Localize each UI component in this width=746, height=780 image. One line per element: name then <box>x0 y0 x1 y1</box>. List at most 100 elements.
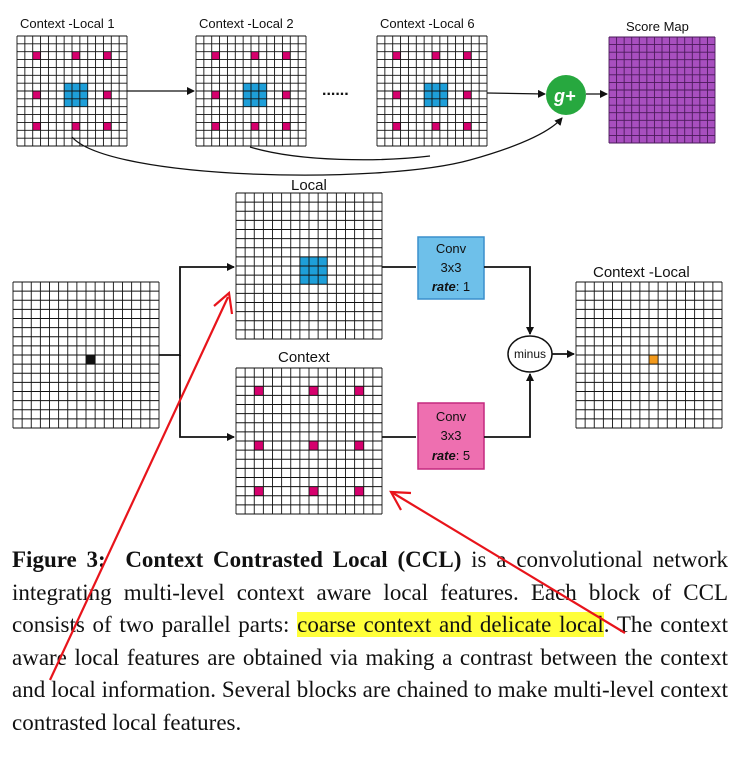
caption-title: Context Contrasted Local (CCL) <box>125 547 462 572</box>
local-cell <box>318 275 328 285</box>
context-cell <box>211 51 220 60</box>
output-label: Context -Local <box>593 264 690 281</box>
local-cell <box>243 91 251 99</box>
local-feature-map <box>235 192 383 340</box>
context-cell <box>254 486 264 496</box>
local-cell <box>243 98 251 107</box>
input-feature-map <box>12 281 160 429</box>
context-label: Context <box>278 349 331 366</box>
context-cell <box>432 51 440 60</box>
score-map <box>608 36 716 144</box>
local-cell <box>424 98 432 107</box>
context-cell <box>103 91 112 99</box>
context-cell <box>354 441 364 451</box>
local-cell <box>64 83 72 91</box>
local-cell <box>309 275 319 285</box>
block-2-label: Context -Local 2 <box>199 16 294 31</box>
local-cell <box>424 91 432 99</box>
local-cell <box>72 83 80 91</box>
ccl-figure: Context -Local 1 Context -Local 2 ......… <box>12 16 723 515</box>
context-cell <box>463 51 472 60</box>
context-cell <box>254 386 264 396</box>
local-cell <box>439 98 448 107</box>
local-cell <box>64 98 72 107</box>
branch-line-local <box>159 263 235 356</box>
local-cell <box>251 98 259 107</box>
branch-line-context <box>179 355 235 441</box>
block-6-label: Context -Local 6 <box>380 16 475 31</box>
local-cell <box>79 91 88 99</box>
local-cell <box>424 83 432 91</box>
context-local-block-2 <box>195 35 307 147</box>
local-cell <box>64 91 72 99</box>
output-center-cell <box>649 355 659 365</box>
caption-label: Figure 3: <box>12 547 106 572</box>
local-cell <box>258 91 267 99</box>
context-cell <box>32 91 41 99</box>
local-cell <box>309 266 319 276</box>
figure-caption: Figure 3: Context Contrasted Local (CCL)… <box>12 544 728 740</box>
local-cell <box>432 83 440 91</box>
context-cell <box>354 386 364 396</box>
context-cell <box>309 441 319 451</box>
conv1-line2: 3x3 <box>441 260 462 275</box>
local-cell <box>243 83 251 91</box>
context-cell <box>72 122 80 131</box>
context-local-block-1 <box>16 35 128 147</box>
block-1-label: Context -Local 1 <box>20 16 115 31</box>
context-cell <box>251 51 259 60</box>
context-cell <box>432 122 440 131</box>
conv-rate-5-box <box>417 402 485 470</box>
context-local-output-map <box>575 281 723 429</box>
context-cell <box>211 122 220 131</box>
context-cell <box>282 122 291 131</box>
context-cell <box>103 122 112 131</box>
context-cell <box>309 486 319 496</box>
minus-label: minus <box>514 347 546 361</box>
context-cell <box>392 51 401 60</box>
context-cell <box>251 122 259 131</box>
ellipsis: ...... <box>322 82 349 99</box>
conv5-line2: 3x3 <box>441 428 462 443</box>
input-center-cell <box>86 355 96 365</box>
context-cell <box>32 51 41 60</box>
local-cell <box>72 91 80 99</box>
context-cell <box>354 486 364 496</box>
context-cell <box>32 122 41 131</box>
context-cell <box>72 51 80 60</box>
context-cell <box>282 91 291 99</box>
conv1-rate-label: rate <box>432 279 456 294</box>
arrow-block6-to-gplus <box>486 89 546 98</box>
local-cell <box>258 83 267 91</box>
context-cell <box>309 386 319 396</box>
local-cell <box>318 266 328 276</box>
caption-highlight: coarse context and delicate local <box>297 612 604 638</box>
line-conv5-to-minus <box>484 373 534 438</box>
conv1-rate-value: : 1 <box>456 279 470 294</box>
local-cell <box>309 256 319 266</box>
local-cell <box>79 83 88 91</box>
local-cell <box>432 91 440 99</box>
local-cell <box>258 98 267 107</box>
local-cell <box>251 91 259 99</box>
local-cell <box>299 266 309 276</box>
local-cell <box>439 91 448 99</box>
score-map-label: Score Map <box>626 19 689 34</box>
context-cell <box>392 122 401 131</box>
context-cell <box>103 51 112 60</box>
conv-rate-1-box <box>417 236 485 300</box>
local-cell <box>72 98 80 107</box>
context-cell <box>392 91 401 99</box>
local-cell <box>299 275 309 285</box>
conv5-rate-value: : 5 <box>456 448 470 463</box>
skip-connection-curve <box>71 117 563 176</box>
context-cell <box>463 91 472 99</box>
conv1-line1: Conv <box>436 241 467 256</box>
context-cell <box>463 122 472 131</box>
local-cell <box>439 83 448 91</box>
conv5-line1: Conv <box>436 409 467 424</box>
conv5-rate: rate: 5 <box>432 448 470 463</box>
g-plus-label: g+ <box>553 86 576 106</box>
context-local-block-6 <box>376 35 488 147</box>
local-cell <box>299 256 309 266</box>
